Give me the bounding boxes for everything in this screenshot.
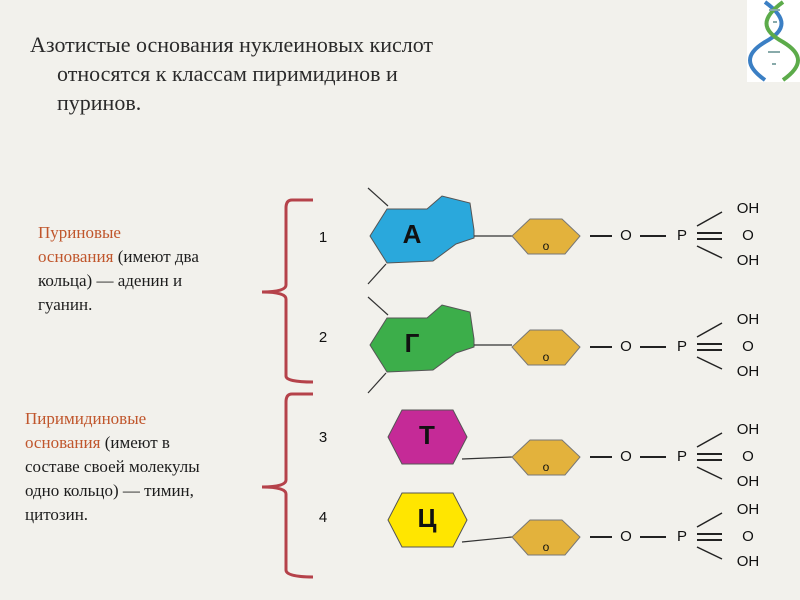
sugar-pentagon [511,519,581,556]
p-oh-bond-line [696,512,723,528]
p-oh-bond-line [696,322,723,338]
pyrimidine-group-description: Пиримидиновые основания (имеют в составе… [25,407,265,527]
oh-bottom-label: OH [737,553,760,570]
sugar-pentagon [511,329,581,366]
pyrimidine-base-shape [387,409,468,465]
row-number-2: 2 [319,329,327,346]
purine-highlight-1: Пуриновые [38,223,121,242]
o-mid-label: O [742,227,754,244]
phosphorus-label: P [677,227,687,244]
pyrimidine-text-1: (имеют в [100,433,170,452]
oh-bottom-label: OH [737,252,760,269]
oh-top-label: OH [737,421,760,438]
title-line-2: относятся к классам пиримидинов и [57,61,398,86]
dna-helix-icon [747,0,800,82]
pyrimidine-text-4: цитозин. [25,505,89,524]
o-mid-label: O [742,528,754,545]
p-oh-bond-line [696,546,723,560]
row-number-1: 1 [319,229,327,246]
base-bond-line [367,187,389,207]
base-bond-line [367,296,389,316]
page-title: Азотистые основания нуклеиновых кислот о… [30,30,730,117]
p-oh-bond-line [696,211,723,227]
purine-base-shape [369,304,475,373]
row-number-3: 3 [319,429,327,446]
phosphorus-label: P [677,528,687,545]
pyrimidine-bracket [261,392,314,579]
sugar-pentagon [511,218,581,255]
purine-text-3: гуанин. [38,295,93,314]
purine-group-description: Пуриновые основания (имеют два кольца) —… [38,221,268,317]
purine-text-2: кольца) — аденин и [38,271,183,290]
pyrimidine-highlight-2: основания [25,433,101,452]
phosphorus-label: P [677,338,687,355]
pyrimidine-text-2: составе своей молекулы [25,457,200,476]
base-letter-3: Т [419,420,435,450]
p-oh-bond-line [696,245,723,259]
base-letter-4: Ц [418,503,437,533]
purine-highlight-2: основания [38,247,114,266]
title-line-3: пуринов. [57,90,142,115]
sugar-oxygen-label: o [543,350,550,364]
oh-bottom-label: OH [737,473,760,490]
sugar-oxygen-label: o [543,540,550,554]
sugar-pentagon [511,439,581,476]
title-line-1: Азотистые основания нуклеиновых кислот [30,32,434,57]
oh-top-label: OH [737,200,760,217]
sugar-oxygen-label: o [543,239,550,253]
oh-top-label: OH [737,501,760,518]
glycosidic-bond-line [461,456,513,460]
base-bond-line [367,372,387,394]
purine-base-shape [369,195,475,264]
pyrimidine-highlight-1: Пиримидиновые [25,409,147,428]
row-number-4: 4 [319,509,327,526]
base-bond-line [367,263,387,285]
glycosidic-bond-line [461,536,513,543]
purine-bracket [261,198,314,384]
purine-text-1: (имеют два [113,247,199,266]
bridge-oxygen-label: O [620,338,632,355]
bridge-oxygen-label: O [620,227,632,244]
base-letter-2: Г [405,328,420,358]
o-mid-label: O [742,448,754,465]
phosphorus-label: P [677,448,687,465]
p-oh-bond-line [696,432,723,448]
pyrimidine-text-3: одно кольцо) — тимин, [25,481,194,500]
o-mid-label: O [742,338,754,355]
bridge-oxygen-label: O [620,448,632,465]
oh-bottom-label: OH [737,363,760,380]
pyrimidine-base-shape [387,492,468,548]
p-oh-bond-line [696,466,723,480]
p-oh-bond-line [696,356,723,370]
oh-top-label: OH [737,311,760,328]
sugar-oxygen-label: o [543,460,550,474]
base-letter-1: А [403,219,422,249]
bridge-oxygen-label: O [620,528,632,545]
